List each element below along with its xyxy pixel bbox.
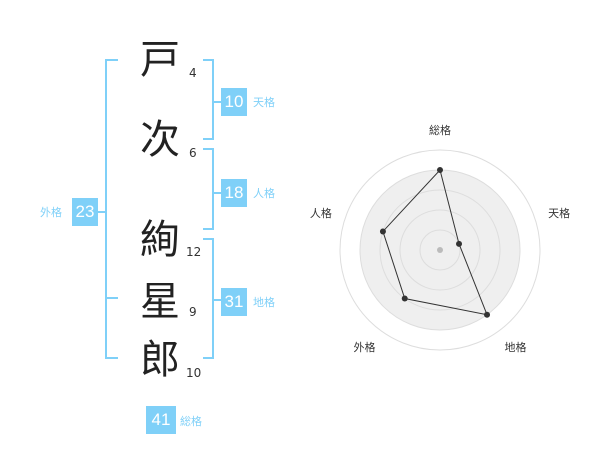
tenkaku-badge: 10 — [221, 88, 247, 116]
gaikaku-bracket — [105, 59, 118, 359]
tenkaku-bracket — [203, 59, 214, 140]
soukaku-badge: 41 — [146, 406, 176, 434]
jinkaku-label: 人格 — [253, 187, 275, 200]
stroke-count-1: 4 — [189, 66, 197, 80]
soukaku-label: 総格 — [180, 415, 202, 428]
radar-grid-ring-5 — [339, 149, 541, 351]
radar-point-2 — [456, 240, 463, 247]
radar-point-5 — [379, 228, 386, 235]
radar-grid-ring-3 — [379, 189, 501, 311]
name-char-4: 星 — [140, 279, 180, 325]
jinkaku-bracket — [203, 148, 214, 230]
name-char-1: 戸 — [140, 37, 180, 83]
chikaku-bracket — [203, 238, 214, 359]
radar-axis-label-3: 地格 — [505, 340, 527, 354]
gaikaku-badge: 23 — [72, 198, 98, 226]
name-char-5: 郎 — [140, 337, 180, 383]
radar-point-3 — [484, 311, 491, 318]
stroke-count-3: 12 — [186, 245, 202, 259]
stroke-count-2: 6 — [189, 146, 197, 160]
stroke-count-4: 9 — [189, 305, 197, 319]
name-char-2: 次 — [140, 117, 180, 163]
tenkaku-label: 天格 — [253, 96, 275, 109]
radar-axis-label-1: 総格 — [429, 123, 451, 137]
jinkaku-badge: 18 — [221, 179, 247, 207]
chikaku-badge: 31 — [221, 288, 247, 316]
radar-grid-ring-2 — [399, 209, 481, 291]
radar-axis-label-5: 人格 — [310, 206, 332, 220]
radar-point-1 — [437, 167, 443, 173]
stroke-count-5: 10 — [186, 366, 202, 380]
gaikaku-label: 外格 — [40, 206, 62, 219]
radar-data-polygon — [382, 168, 488, 316]
radar-axis-label-2: 天格 — [548, 206, 570, 220]
radar-grid-ring-1 — [419, 229, 461, 271]
radar-center-dot — [437, 247, 443, 253]
chikaku-label: 地格 — [253, 296, 275, 309]
name-char-3: 絢 — [140, 217, 180, 263]
radar-point-4 — [401, 295, 408, 302]
radar-axis-label-4: 外格 — [353, 340, 375, 354]
